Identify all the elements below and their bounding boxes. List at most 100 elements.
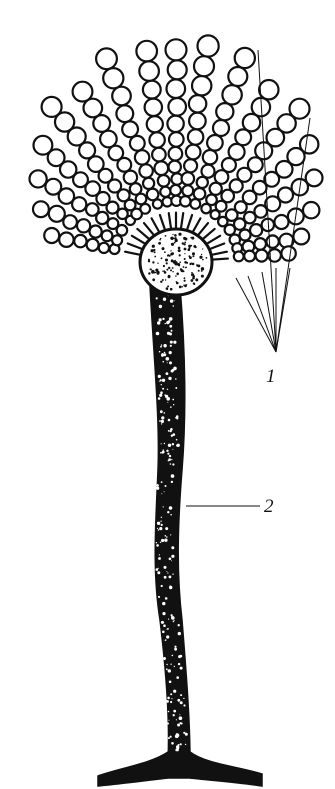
conidium [213,120,229,136]
texture-dot [164,539,167,542]
texture-dot [182,270,184,272]
texture-dot [186,284,187,285]
texture-dot [160,521,161,522]
texture-dot [184,258,186,260]
texture-dot [163,298,166,301]
texture-dot [189,263,191,265]
conidium [116,105,133,122]
texture-dot [172,443,174,445]
texture-dot [171,330,173,332]
conidium [207,135,223,151]
texture-dot [166,357,170,361]
texture-dot [167,285,169,287]
texture-dot [185,733,188,736]
conidium [74,235,86,247]
texture-dot [160,410,163,413]
texture-dot [168,267,170,269]
texture-dot [166,262,168,264]
conidium [169,161,181,173]
texture-dot [178,233,181,236]
sterigma [187,215,193,231]
texture-dot [158,557,161,560]
texture-dot [168,619,169,620]
texture-dot [184,248,187,251]
texture-dot [196,264,198,266]
conidium [194,188,206,200]
texture-dot [171,546,174,549]
conidium [180,196,190,206]
texture-dot [167,402,168,403]
texture-dot [182,286,183,287]
conidium [278,188,293,203]
texture-dot [157,263,158,264]
texture-dot [167,389,168,390]
texture-dot [166,571,167,572]
texture-dot [164,566,167,569]
texture-dot [152,278,155,281]
conidium [96,48,117,69]
texture-dot [148,273,150,275]
texture-dot [173,710,176,713]
texture-dot [162,388,164,390]
texture-dot [184,253,185,254]
texture-dot [164,443,165,444]
texture-dot [171,698,172,699]
texture-dot [198,265,201,268]
conidium [99,243,109,253]
conidium [192,76,211,95]
texture-dot [173,341,176,344]
conidium [122,121,138,137]
conidium [281,246,295,260]
texture-dot [199,256,202,259]
texture-dot [178,655,181,658]
texture-dot [172,399,174,401]
texture-dot [177,748,179,750]
label-1: 1 [266,366,276,387]
texture-dot [183,237,186,240]
texture-dot [173,714,175,716]
texture-dot [176,676,179,679]
texture-dot [172,574,173,575]
texture-dot [165,323,166,324]
texture-dot [178,247,181,250]
conidium [234,252,244,262]
conidium [139,164,152,177]
texture-dot [184,280,186,282]
conidium [63,215,77,229]
texture-dot [168,275,171,278]
conidium [143,81,161,99]
texture-dot [188,245,191,248]
texture-dot [174,242,176,244]
texture-dot [201,275,204,278]
conidium [250,224,262,236]
texture-dot [167,362,168,363]
texture-dot [169,585,170,586]
texture-dot [178,249,181,252]
texture-dot [172,449,173,450]
conidium [100,131,117,148]
texture-dot [150,268,152,270]
conidium [73,82,93,102]
texture-dot [195,278,198,281]
texture-dot [173,404,174,405]
texture-dot [160,542,161,543]
texture-dot [171,259,174,262]
texture-dot [161,539,164,542]
texture-dot [169,325,172,328]
conidium [229,144,245,160]
texture-dot [164,344,166,346]
texture-dot [159,239,161,241]
texture-dot [173,367,177,371]
texture-dot [169,351,172,354]
texture-dot [175,275,177,277]
texture-dot [162,247,165,250]
texture-dot [161,443,162,444]
conidium [147,116,163,132]
texture-dot [180,694,182,696]
texture-dot [169,317,173,321]
texture-dot [162,602,165,605]
texture-dot [174,237,177,240]
texture-dot [175,378,177,380]
conidium [59,233,73,247]
sterigma [192,218,200,233]
